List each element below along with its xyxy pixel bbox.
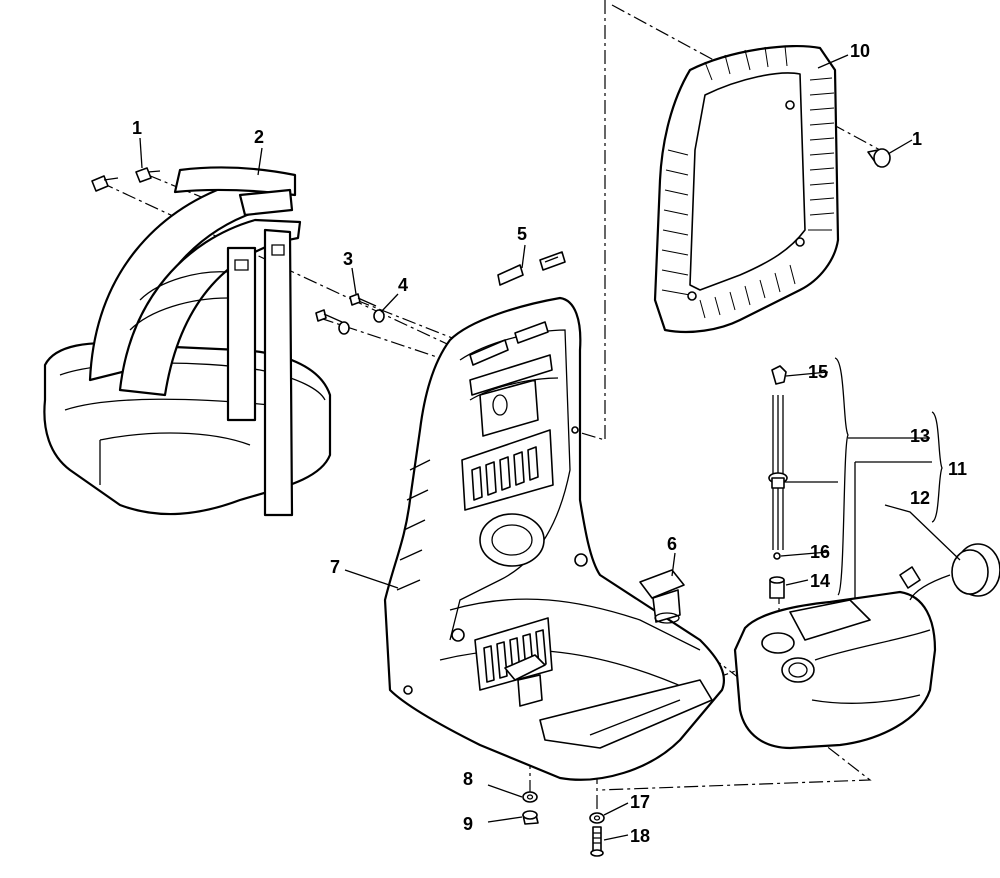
fuel-line-assembly (768, 365, 788, 550)
back-plate-frame (383, 296, 726, 781)
rubber-mount-part-6 (639, 569, 685, 624)
callout-12: 12 (910, 488, 930, 508)
leader-lines (139, 54, 961, 841)
upper-vent-slots (461, 429, 554, 511)
nut-part-9 (522, 810, 539, 825)
callout-9: 9 (463, 814, 473, 834)
fuel-tank (733, 590, 937, 750)
screw-part-1-right (867, 148, 891, 168)
washers-part-4 (338, 309, 385, 335)
fuel-filter-part-16 (773, 552, 781, 560)
pads-part-5 (497, 251, 566, 286)
callout-labels: 1 2 3 4 5 6 7 8 9 10 1 11 12 13 14 15 16… (132, 41, 967, 846)
callout-16: 16 (810, 542, 830, 562)
callout-1-left: 1 (132, 118, 142, 138)
screw-part-1-left (91, 167, 161, 192)
bolt-part-18 (590, 826, 604, 857)
bolts-part-3 (315, 293, 377, 323)
callout-2: 2 (254, 127, 264, 147)
washer-part-17 (589, 812, 605, 824)
callout-8: 8 (463, 769, 473, 789)
fuel-filter-part-14 (769, 576, 785, 599)
callout-7: 7 (330, 557, 340, 577)
callout-6: 6 (667, 534, 677, 554)
callout-13: 13 (910, 426, 930, 446)
callout-17: 17 (630, 792, 650, 812)
shoulder-harness (43, 166, 332, 517)
guard-rib-texture (661, 45, 835, 319)
callout-1-right: 1 (912, 129, 922, 149)
callout-14: 14 (810, 571, 830, 591)
callout-18: 18 (630, 826, 650, 846)
callout-11: 11 (948, 459, 967, 479)
callout-3: 3 (343, 249, 353, 269)
rear-guard-frame (653, 44, 840, 334)
fuel-cap-part-12 (899, 543, 1000, 601)
callout-5: 5 (517, 224, 527, 244)
callout-15: 15 (808, 362, 828, 382)
washer-part-8 (522, 791, 538, 803)
callout-4: 4 (398, 275, 408, 295)
callout-10: 10 (850, 41, 870, 61)
